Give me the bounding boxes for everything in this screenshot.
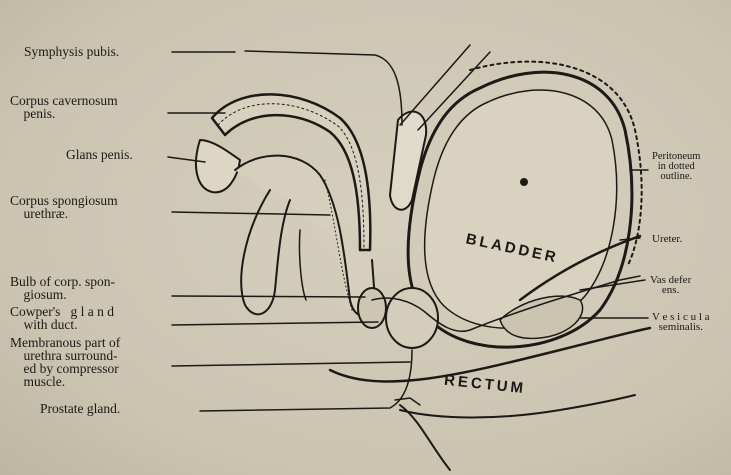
glans-penis-shape	[196, 140, 240, 192]
label-membranous-urethra: Membranous part of urethra surround- ed …	[10, 336, 120, 388]
label-peritoneum: Peritoneum in dotted outline.	[652, 152, 700, 182]
label-vas-deferens: Vas defer ens.	[650, 275, 691, 295]
label-cowpers-gland: Cowper's g l a n d with duct.	[10, 305, 114, 331]
label-symphysis-pubis: Symphysis pubis.	[24, 45, 119, 58]
prostate-shape	[386, 288, 438, 348]
label-ureter: Ureter.	[652, 233, 682, 246]
label-glans-penis: Glans penis.	[66, 148, 133, 161]
label-prostate-gland: Prostate gland.	[40, 402, 120, 415]
label-corpus-spongiosum: Corpus spongiosum urethræ.	[10, 194, 118, 220]
label-corpus-cavernosum: Corpus cavernosum penis.	[10, 94, 118, 120]
label-bulb: Bulb of corp. spon- giosum.	[10, 275, 115, 301]
label-vesiculae-seminalis: V e s i c u l a seminalis.	[652, 312, 710, 332]
rectum-wall-lower	[400, 395, 635, 418]
